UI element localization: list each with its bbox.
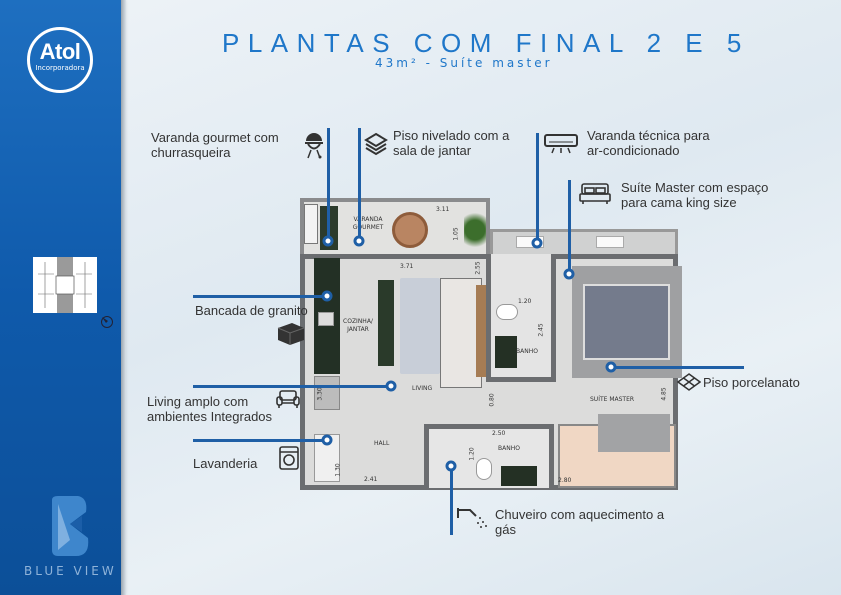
dimension: 3.11 bbox=[436, 206, 450, 213]
room-label-hall: HALL bbox=[374, 440, 390, 447]
callout-dot bbox=[321, 290, 333, 302]
callout-line bbox=[358, 128, 361, 240]
callout-dot bbox=[353, 235, 365, 247]
sink bbox=[318, 312, 334, 326]
callout-text: Living amplo com bbox=[147, 394, 249, 409]
sidebar-edge bbox=[121, 0, 126, 595]
tv-panel bbox=[476, 285, 489, 377]
callout-text: Chuveiro com aquecimento a bbox=[495, 507, 665, 522]
compass-icon bbox=[101, 316, 113, 328]
page-title: PLANTAS COM FINAL 2 E 5 bbox=[222, 28, 750, 58]
dimension: 1.05 bbox=[452, 227, 460, 241]
callout-line bbox=[536, 133, 539, 242]
callout-line bbox=[450, 466, 453, 535]
callout-text: Suíte Master com espaço bbox=[621, 180, 769, 195]
dimension: 2.45 bbox=[537, 323, 545, 337]
dimension: 2.41 bbox=[364, 476, 378, 483]
layers-icon bbox=[364, 132, 388, 156]
sofa bbox=[400, 278, 440, 374]
callout-piso-porcelanato: Piso porcelanato bbox=[703, 375, 800, 390]
callout-dot bbox=[605, 361, 617, 373]
room-label-living: LIVING bbox=[412, 385, 433, 392]
blue-view-logo bbox=[52, 496, 89, 556]
callout-line bbox=[568, 180, 571, 273]
bath-counter bbox=[495, 336, 517, 368]
island bbox=[378, 280, 394, 366]
brand-name: BLUE VIEW bbox=[24, 564, 117, 578]
toilet bbox=[496, 304, 518, 320]
room-label-kitchen: COZINHA/ JANTAR bbox=[343, 318, 373, 333]
callout-dot bbox=[445, 460, 457, 472]
suite-rug bbox=[598, 414, 670, 452]
dimension: 2.80 bbox=[558, 477, 572, 484]
bathroom-1 bbox=[486, 254, 556, 382]
callout-dot bbox=[321, 434, 333, 446]
fridge bbox=[314, 376, 340, 410]
callout-text: ar-condicionado bbox=[587, 143, 680, 158]
ac-unit bbox=[596, 236, 624, 248]
toilet bbox=[476, 458, 492, 480]
callout-text: gás bbox=[495, 522, 516, 537]
washing-machine-icon bbox=[279, 446, 299, 470]
logo-name: Atol bbox=[39, 39, 81, 64]
tiles-icon bbox=[677, 373, 701, 391]
sofa-icon bbox=[276, 390, 300, 408]
bed-icon bbox=[579, 183, 611, 204]
callout-text: Piso nivelado com a bbox=[393, 128, 510, 143]
callout-dot bbox=[322, 235, 334, 247]
bath2-counter bbox=[501, 466, 537, 486]
callout-text: churrasqueira bbox=[151, 145, 231, 160]
callout-line bbox=[193, 295, 327, 298]
bed bbox=[583, 284, 670, 360]
granite-block-icon bbox=[277, 323, 305, 345]
callout-lavanderia: Lavanderia bbox=[193, 456, 258, 471]
dimension: 2.55 bbox=[474, 261, 482, 275]
callout-dot bbox=[385, 380, 397, 392]
callout-text: para cama king size bbox=[621, 195, 737, 210]
room-label-suite: SUÍTE MASTER bbox=[590, 396, 635, 403]
dimension: 1.20 bbox=[468, 447, 476, 461]
atol-logo: Atol Incorporadora bbox=[27, 27, 93, 93]
callout-dot bbox=[563, 268, 575, 280]
dimension: 1.30 bbox=[334, 463, 342, 477]
building-keyplan bbox=[33, 257, 97, 313]
dimension: 4.85 bbox=[660, 387, 668, 401]
callout-dot bbox=[531, 237, 543, 249]
table bbox=[392, 212, 428, 248]
dimension: 1.20 bbox=[518, 298, 532, 305]
storage bbox=[304, 204, 318, 244]
callout-line bbox=[327, 128, 330, 240]
room-label-varanda: VARANDA GOURMET bbox=[352, 216, 384, 231]
callout-line bbox=[611, 366, 744, 369]
grill-icon bbox=[305, 133, 323, 159]
dimension: 3.71 bbox=[400, 263, 414, 270]
callout-bancada: Bancada de granito bbox=[195, 303, 308, 318]
callout-line bbox=[193, 385, 391, 388]
dimension: 3.30 bbox=[316, 387, 324, 401]
shower-icon bbox=[457, 508, 487, 528]
logo-sub: Incorporadora bbox=[35, 64, 85, 72]
callout-text: sala de jantar bbox=[393, 143, 472, 158]
room-label-bathroom: BANHO bbox=[516, 348, 538, 355]
dimension: 2.50 bbox=[492, 430, 506, 437]
callout-text: ambientes Integrados bbox=[147, 409, 273, 424]
callout-line bbox=[193, 439, 327, 442]
plants bbox=[464, 208, 486, 252]
dimension: 0.80 bbox=[488, 393, 496, 407]
room-label-bathroom: BANHO bbox=[498, 445, 520, 452]
page-subtitle: 43m² - Suíte master bbox=[375, 56, 553, 70]
air-conditioner-icon bbox=[544, 134, 578, 154]
floor-plan: VARANDA GOURMET 3.11 1.05 3.71 2.55 COZI… bbox=[296, 196, 682, 492]
callout-text: Varanda gourmet com bbox=[151, 130, 279, 145]
callout-text: Varanda técnica para bbox=[587, 128, 710, 143]
